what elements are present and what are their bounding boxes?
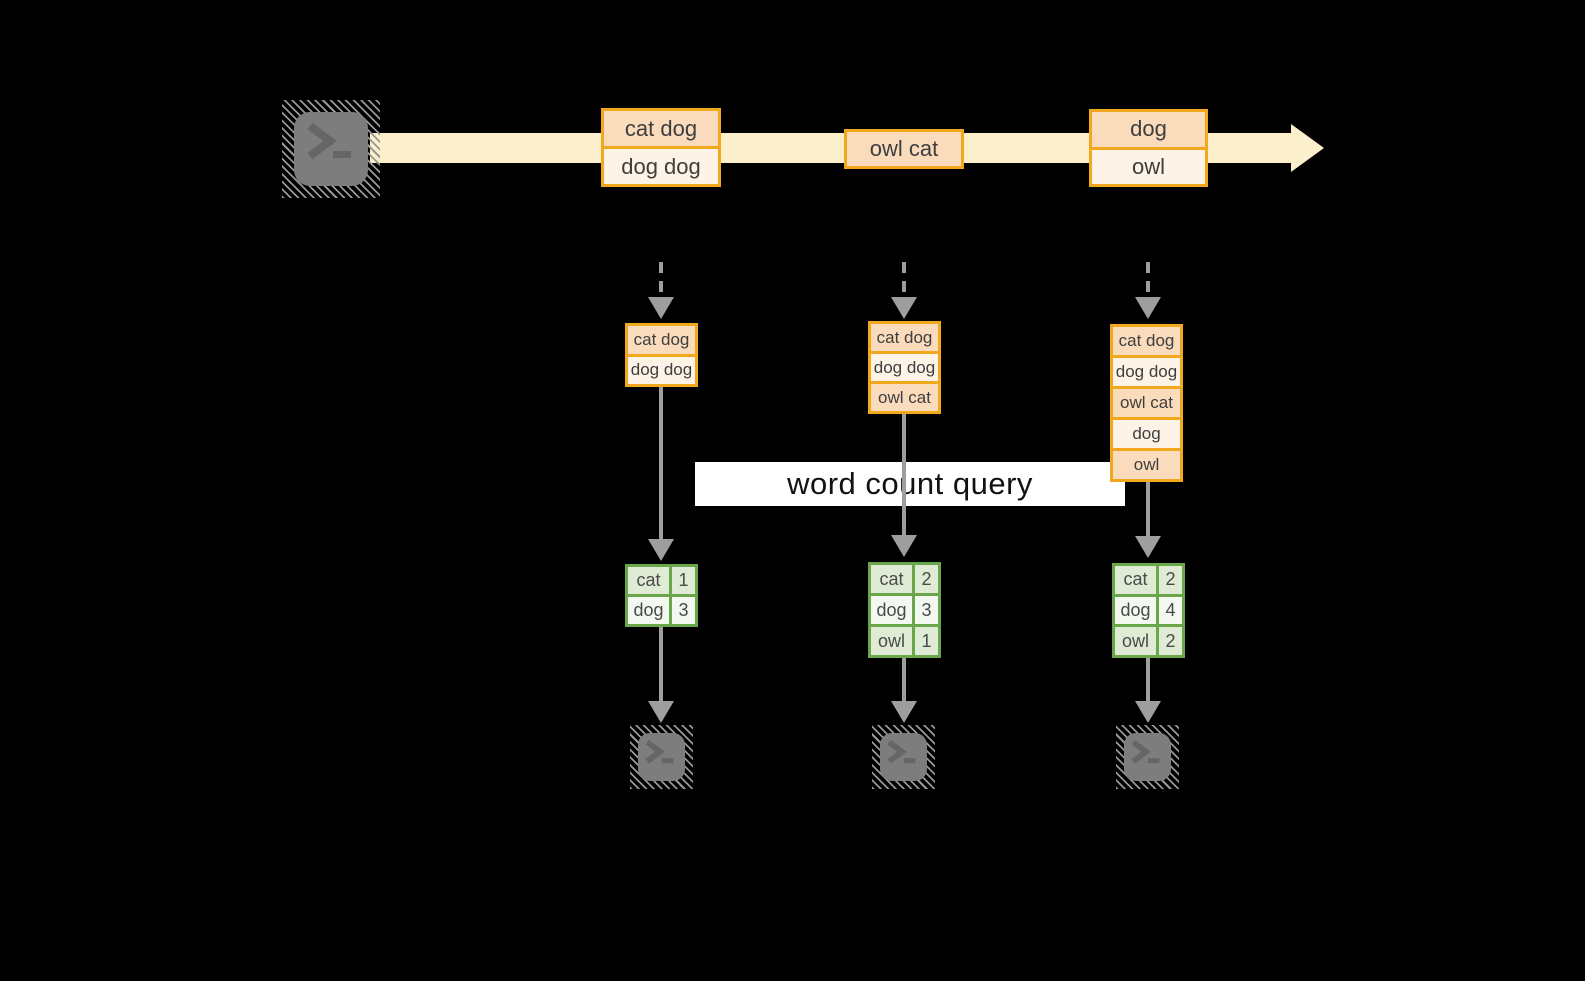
table-cell-word: owl — [871, 627, 912, 655]
event-box: owl — [1092, 146, 1205, 184]
table-cell-count: 2 — [915, 565, 938, 593]
table-cell-count: 3 — [672, 597, 695, 624]
terminal-icon — [1116, 725, 1179, 789]
arrow-line — [659, 627, 663, 702]
word-count-table-2: cat 2 dog 3 owl 1 — [868, 562, 941, 658]
dashed-arrow-head-icon — [1135, 297, 1161, 319]
table-cell-count: 2 — [1159, 566, 1182, 594]
message-box: owl — [1113, 448, 1180, 479]
message-box: owl cat — [871, 381, 938, 411]
prompt-glyph-icon — [307, 122, 351, 160]
terminal-icon — [282, 100, 380, 198]
table-cell-count: 1 — [672, 567, 695, 594]
table-cell-count: 3 — [915, 596, 938, 624]
arrow-head-icon — [891, 535, 917, 557]
arrow-line — [902, 658, 906, 702]
dashed-arrow-head-icon — [648, 297, 674, 319]
message-box: cat dog — [628, 326, 695, 354]
table-cell-count: 1 — [915, 627, 938, 655]
table-cell-word: cat — [1115, 566, 1156, 594]
arrow-line — [659, 387, 663, 540]
arrow-head-icon — [891, 701, 917, 723]
prompt-glyph-icon — [645, 739, 674, 764]
timeline-batch-2: owl cat — [844, 129, 964, 169]
table-cell-count: 4 — [1159, 596, 1182, 625]
arrow-head-icon — [648, 701, 674, 723]
dashed-arrow-line — [902, 262, 906, 298]
arrow-head-icon — [648, 539, 674, 561]
arrow-head-icon — [1135, 701, 1161, 723]
event-box: owl cat — [847, 132, 961, 166]
terminal-screen — [1124, 733, 1171, 781]
terminal-screen — [638, 733, 685, 781]
table-cell-word: owl — [1115, 627, 1156, 655]
message-box: owl cat — [1113, 386, 1180, 417]
terminal-icon — [630, 725, 693, 789]
message-box: cat dog — [871, 324, 938, 351]
message-buffer-3: cat dog dog dog owl cat dog owl — [1110, 324, 1183, 482]
arrow-line — [902, 414, 906, 536]
table-cell-word: cat — [871, 565, 912, 593]
table-cell-word: dog — [871, 596, 912, 624]
table-cell-word: dog — [1115, 596, 1156, 625]
prompt-glyph-icon — [887, 739, 916, 764]
terminal-screen — [294, 112, 368, 186]
query-label: word count query — [695, 462, 1125, 506]
message-box: dog — [1113, 417, 1180, 448]
prompt-glyph-icon — [1131, 739, 1160, 764]
stream-arrowhead-icon — [1291, 124, 1324, 172]
terminal-icon — [872, 725, 935, 789]
dashed-arrow-line — [1146, 262, 1150, 298]
timeline-batch-3: dog owl — [1089, 109, 1208, 187]
message-box: dog dog — [871, 351, 938, 381]
message-box: dog dog — [1113, 355, 1180, 386]
word-count-table-3: cat 2 dog 4 owl 2 — [1112, 563, 1185, 658]
terminal-screen — [880, 733, 927, 781]
message-box: dog dog — [628, 353, 695, 384]
table-cell-count: 2 — [1159, 627, 1182, 655]
message-buffer-2: cat dog dog dog owl cat — [868, 321, 941, 414]
event-box: cat dog — [604, 111, 718, 146]
table-cell-word: dog — [628, 597, 669, 624]
arrow-head-icon — [1135, 536, 1161, 558]
table-cell-word: cat — [628, 567, 669, 594]
dashed-arrow-line — [659, 262, 663, 298]
dashed-arrow-head-icon — [891, 297, 917, 319]
arrow-line — [1146, 482, 1150, 537]
word-count-table-1: cat 1 dog 3 — [625, 564, 698, 627]
event-box: dog — [1092, 112, 1205, 147]
message-box: cat dog — [1113, 327, 1180, 355]
timeline-batch-1: cat dog dog dog — [601, 108, 721, 187]
arrow-line — [1146, 658, 1150, 702]
event-box: dog dog — [604, 146, 718, 184]
message-buffer-1: cat dog dog dog — [625, 323, 698, 387]
